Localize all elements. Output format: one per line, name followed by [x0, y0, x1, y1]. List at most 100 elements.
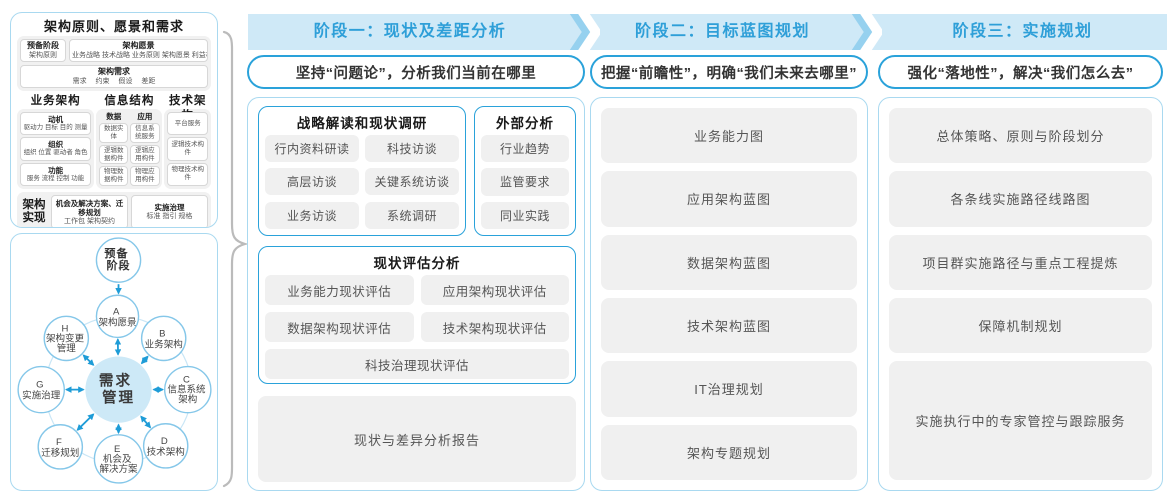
opportunities-migration-box: 机会及解决方案、迁移规划 工作包 架构契约 [51, 195, 128, 227]
motivation-box: 动机 驱动力 目标 目的 测量 [20, 112, 92, 136]
prep-phase-circle-label: 预备 阶段 [104, 246, 132, 272]
assessment-item: 业务能力现状评估 [265, 275, 414, 305]
architecture-domains-row: 业务架构 动机 驱动力 目标 目的 测量 组织 组织 位置 驱动者 角色 功能 … [17, 94, 211, 189]
opportunities-migration-title: 机会及解决方案、迁移规划 [55, 198, 124, 217]
survey-item: 科技访谈 [365, 135, 459, 162]
architecture-vision-sub: 业务战略 技术战略 业务原则 架构愿景 利益相关者 [72, 52, 207, 59]
application-header: 应用 [137, 112, 153, 121]
deliverable-item: IT治理规划 [601, 361, 857, 417]
prep-phase-sub: 架构原则 [29, 52, 57, 59]
node-e-label: E 机会及 解决方案 [99, 444, 138, 475]
prep-phase-title: 预备阶段 [27, 41, 59, 50]
function-box: 功能 服务 流程 控制 功能 [20, 162, 92, 186]
node-c-circle [163, 365, 212, 414]
prep-phase-box: 预备阶段 架构原则 [20, 39, 66, 62]
survey-item: 关键系统访谈 [365, 168, 459, 196]
survey-item: 高层访谈 [265, 168, 359, 196]
phase-band: 阶段一：现状及差距分析 阶段二：目标蓝图规划 阶段三：实施规划 [248, 14, 1167, 50]
assessment-item: 科技治理现状评估 [265, 349, 569, 379]
logical-tech-box: 逻辑技术构件 [167, 137, 208, 161]
brace-connector [222, 30, 250, 488]
assessment-item: 技术架构现状评估 [420, 312, 569, 342]
node-g-circle [17, 365, 66, 414]
physical-app-box: 物理应用构件 [130, 166, 160, 187]
opportunities-migration-sub: 工作包 架构契约 [64, 217, 115, 225]
information-structure-body: 数据 数据实体 逻辑数据构件 物理数据构件 应用 信息系统服务 逻辑应用构件 物… [96, 109, 163, 189]
phase2-subtitle: 把握“前瞻性”，明确“我们未来去哪里” [590, 55, 868, 89]
hub-arrow [82, 354, 95, 366]
node-h-label: H 架构变更 管理 [46, 323, 87, 354]
vision-requirements-section: 预备阶段 架构原则 架构愿景 业务战略 技术战略 业务原则 架构愿景 利益相关者… [17, 36, 211, 91]
implementation-governance-box: 实施治理 标准 指引 规格 [131, 195, 208, 227]
information-structure-column: 信息结构 数据 数据实体 逻辑数据构件 物理数据构件 应用 信息系统服务 逻辑应… [96, 94, 163, 189]
deliverable-item: 实施执行中的专家管控与跟踪服务 [889, 361, 1152, 480]
gap-analysis-report-box: 现状与差异分析报告 [258, 396, 576, 482]
business-architecture-column: 业务架构 动机 驱动力 目标 目的 测量 组织 组织 位置 驱动者 角色 功能 … [17, 94, 95, 189]
deliverable-item: 应用架构蓝图 [601, 171, 857, 227]
adm-cycle-panel: 预备 阶段 需求 管理 A 架构愿景 B 业务架构 C 信息系统 [10, 233, 218, 491]
implementation-governance-sub: 标准 指引 规格 [146, 213, 193, 220]
phase3-panel: 总体策略、原则与阶段划分 各条线实施路径线路图 项目群实施路径与重点工程提炼 保… [878, 97, 1163, 491]
node-b-circle [140, 315, 187, 362]
external-item: 行业趋势 [481, 135, 569, 163]
chevron-separator-icon [569, 14, 600, 50]
deliverable-item: 各条线实施路径线路图 [889, 171, 1152, 227]
organization-title: 组织 [48, 140, 64, 150]
requirements-management-label: 需求 管理 [99, 372, 138, 407]
hub-arrow [76, 413, 95, 431]
motivation-title: 动机 [48, 115, 64, 125]
deliverable-item: 架构专题规划 [601, 424, 857, 480]
physical-data-box: 物理数据构件 [99, 166, 129, 187]
phase2-panel: 业务能力图 应用架构蓝图 数据架构蓝图 技术架构蓝图 IT治理规划 架构专题规划 [590, 97, 868, 491]
function-title: 功能 [48, 165, 64, 175]
data-header: 数据 [106, 112, 122, 121]
external-analysis-box: 外部分析 行业趋势 监管要求 同业实践 [474, 106, 576, 236]
survey-item: 行内资料研读 [265, 135, 359, 162]
organization-box: 组织 组织 位置 驱动者 角色 [20, 137, 92, 161]
architecture-vision-title: 架构愿景 [122, 41, 155, 50]
architecture-requirements-sub: 需求 约束 假设 差距 [72, 78, 156, 85]
survey-item: 系统调研 [365, 201, 459, 229]
node-f-label: F 迁移规划 [41, 437, 79, 459]
hub-arrow [140, 355, 149, 365]
node-b-label: B 业务架构 [145, 328, 183, 350]
data-entity-box: 数据实体 [99, 123, 129, 143]
framework-panel: 架构原则、愿景和需求 预备阶段 架构原则 架构愿景 业务战略 技术战略 业务原则… [10, 12, 218, 228]
phase2-header: 阶段二：目标蓝图规划 [634, 23, 810, 40]
prep-phase-circle [95, 237, 142, 283]
node-f-circle [37, 424, 84, 470]
external-item: 同业实践 [481, 201, 569, 229]
assessment-title: 现状评估分析 [373, 256, 461, 271]
external-item: 监管要求 [481, 168, 569, 196]
node-d-circle [142, 423, 189, 469]
application-subcolumn: 应用 信息系统服务 逻辑应用构件 物理应用构件 [130, 112, 160, 187]
physical-tech-box: 物理技术构件 [167, 162, 208, 186]
brace-path [222, 30, 250, 488]
chevron-separator-icon [851, 14, 882, 50]
adm-cycle-diagram: 预备 阶段 需求 管理 A 架构愿景 B 业务架构 C 信息系统 [17, 237, 212, 484]
phase1-header: 阶段一：现状及差距分析 [313, 23, 507, 40]
external-analysis-title: 外部分析 [496, 116, 554, 131]
technology-architecture-header: 技术架构 [168, 95, 207, 122]
implementation-governance-title: 实施治理 [154, 203, 185, 212]
strategy-survey-box: 战略解读和现状调研 行内资料研读 科技访谈 高层访谈 关键系统访谈 业务访谈 系… [258, 106, 466, 236]
logical-app-box: 逻辑应用构件 [130, 144, 160, 165]
requirements-management-circle [85, 356, 152, 423]
motivation-sub: 驱动力 目标 目的 测量 [23, 124, 88, 132]
function-sub: 服务 流程 控制 功能 [26, 174, 85, 182]
deliverable-item: 数据架构蓝图 [601, 234, 857, 290]
assessment-box: 现状评估分析 业务能力现状评估 应用架构现状评估 数据架构现状评估 技术架构现状… [258, 246, 576, 384]
phase1-subtitle: 坚持“问题论”，分析我们当前在哪里 [247, 55, 585, 89]
architecture-requirements-box: 架构需求 需求 约束 假设 差距 [20, 65, 208, 88]
architecture-vision-box: 架构愿景 业务战略 技术战略 业务原则 架构愿景 利益相关者 [69, 39, 208, 62]
technology-architecture-body: 平台服务 逻辑技术构件 物理技术构件 [164, 109, 211, 189]
logical-data-box: 逻辑数据构件 [99, 144, 129, 165]
node-g-label: G 实施治理 [22, 380, 61, 402]
architecture-realization-section: 架构实现 机会及解决方案、迁移规划 工作包 架构契约 实施治理 标准 指引 规格 [17, 192, 211, 227]
node-a-label: A 架构愿景 [98, 306, 136, 328]
information-structure-header: 信息结构 [104, 95, 155, 107]
phase3-subtitle: 强化“落地性”，解决“我们怎么去” [878, 55, 1163, 89]
architecture-requirements-title: 架构需求 [98, 67, 130, 76]
assessment-item: 应用架构现状评估 [420, 275, 569, 305]
